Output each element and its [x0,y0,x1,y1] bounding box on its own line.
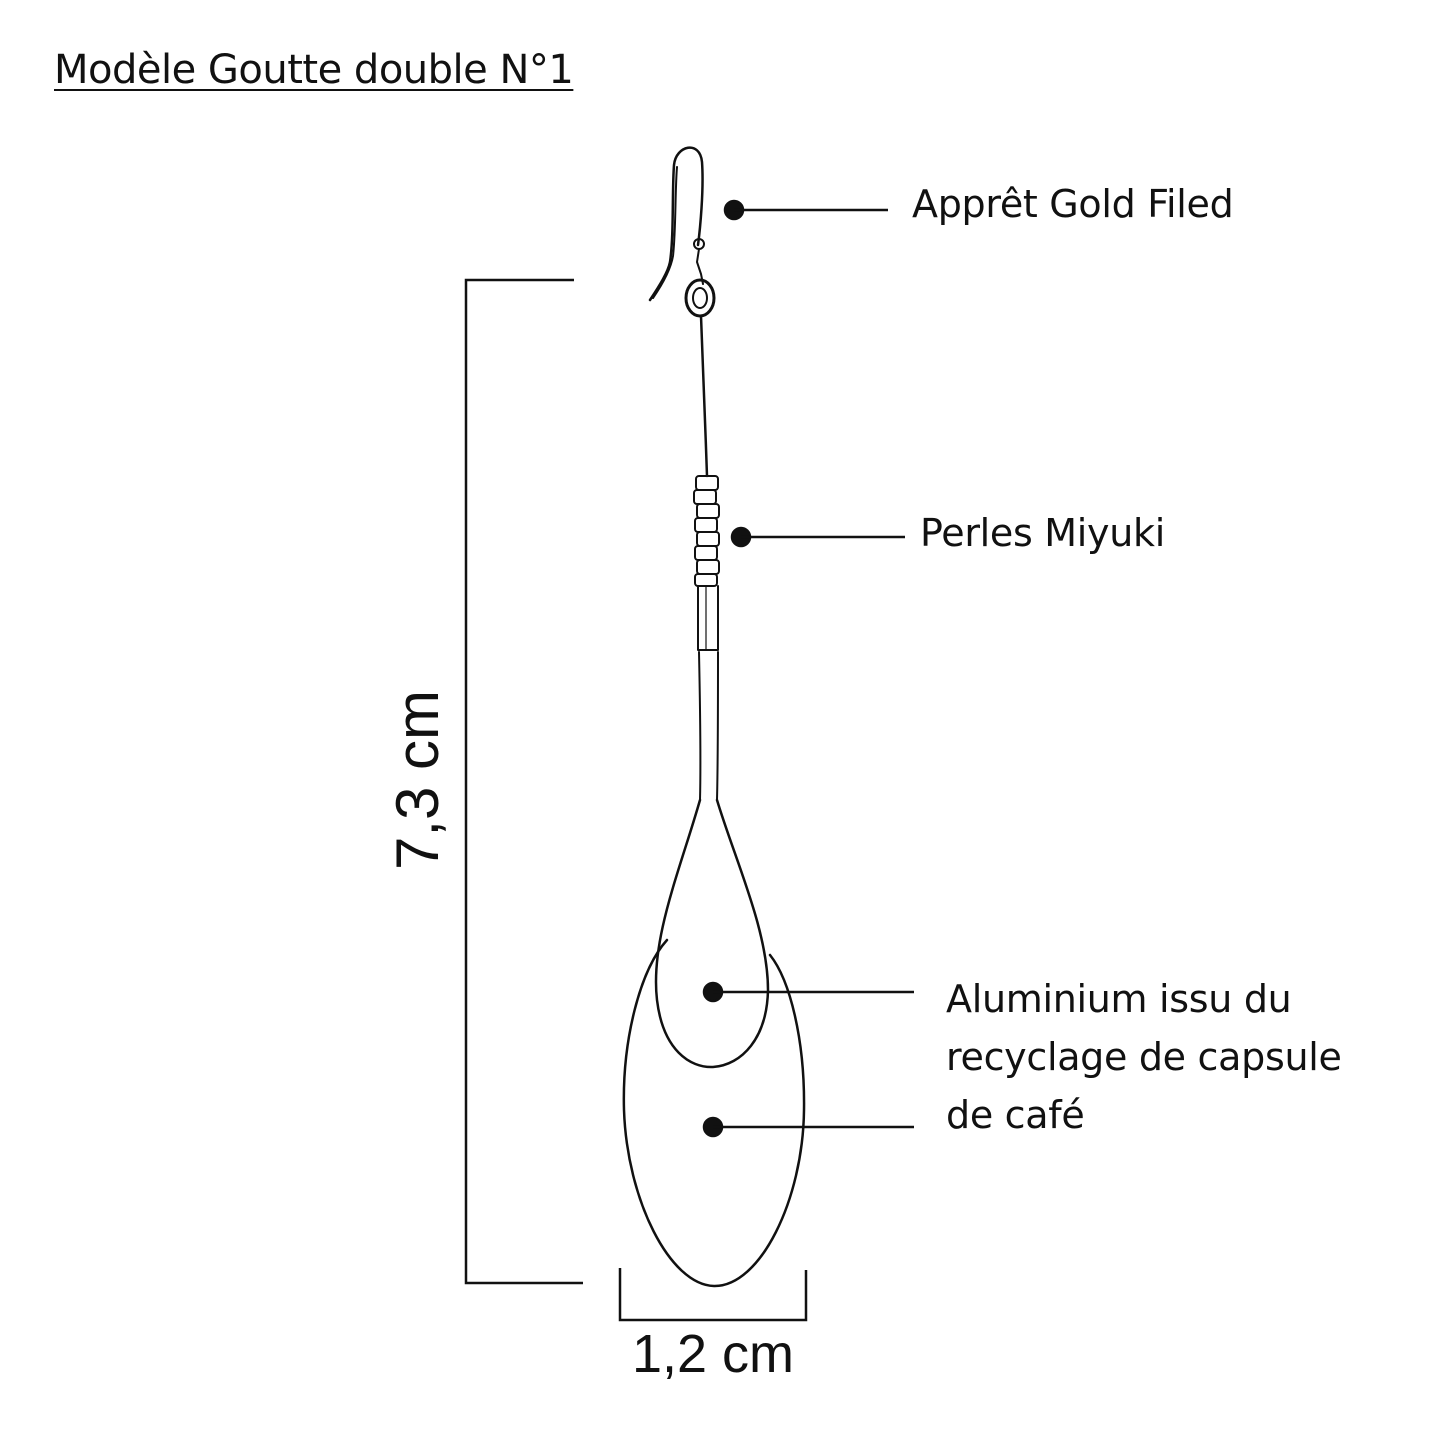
label-beads: Perles Miyuki [920,511,1165,555]
height-dimension-label: 7,3 cm [384,689,451,871]
width-bracket [618,1268,808,1322]
small-drop [654,798,770,1069]
callout-beads [730,526,905,548]
stem [698,651,702,801]
ear-hook [648,146,704,302]
label-aluminium: Aluminium issu du recyclage de capsule d… [946,970,1342,1144]
page-title: Modèle Goutte double N°1 [54,47,574,93]
label-hook: Apprêt Gold Filed [912,182,1234,226]
callout-hook [723,199,888,221]
callout-aluminium-small [702,981,914,1003]
jump-ring [684,278,716,318]
callout-aluminium-large [702,1116,914,1138]
label-aluminium-line: recyclage de capsule [946,1035,1342,1079]
large-drop [622,938,806,1288]
width-dimension-label: 1,2 cm [631,1324,795,1384]
height-bracket [464,278,583,1285]
label-aluminium-line: Aluminium issu du [946,977,1292,1021]
wire [699,314,709,478]
label-aluminium-line: de café [946,1093,1085,1137]
miyuki-beads [693,475,720,651]
